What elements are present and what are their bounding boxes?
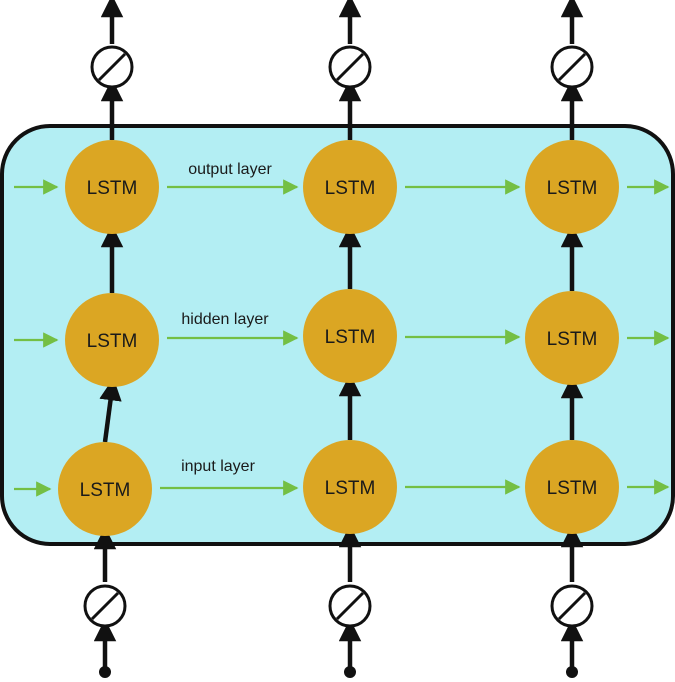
lstm-node-circle [303, 289, 397, 383]
lstm-node-circle [525, 291, 619, 385]
lstm-node-output-1: LSTM [65, 140, 159, 234]
empty-set-icon [550, 45, 594, 89]
lstm-node-label: LSTM [547, 478, 598, 499]
empty-set-icon [328, 45, 372, 89]
empty-set-icon [83, 584, 127, 628]
lstm-node-output-3: LSTM [525, 140, 619, 234]
lstm-node-label: LSTM [547, 178, 598, 199]
lstm-node-circle [525, 440, 619, 534]
lstm-node-circle [65, 140, 159, 234]
lstm-node-circle [65, 293, 159, 387]
empty-set-icon [328, 584, 372, 628]
lstm-node-label: LSTM [547, 329, 598, 350]
lstm-node-label: LSTM [87, 331, 138, 352]
lstm-node-input-2: LSTM [303, 440, 397, 534]
lstm-node-label: LSTM [87, 178, 138, 199]
input-to-hidden-arrow [99, 377, 122, 443]
lstm-node-hidden-1: LSTM [65, 293, 159, 387]
layer-label-input: input layer [181, 458, 255, 475]
lstm-node-label: LSTM [325, 478, 376, 499]
recurrent-connections [14, 179, 670, 497]
lstm-node-input-3: LSTM [525, 440, 619, 534]
empty-set-icon [550, 584, 594, 628]
gate-symbols [83, 45, 594, 628]
layer-label-output: output layer [188, 161, 272, 178]
lstm-node-hidden-3: LSTM [525, 291, 619, 385]
lstm-node-circle [303, 440, 397, 534]
lstm-node-input-1: LSTM [58, 442, 152, 536]
lstm-node-label: LSTM [325, 178, 376, 199]
lstm-node-circle [525, 140, 619, 234]
lstm-node-output-2: LSTM [303, 140, 397, 234]
lstm-node-hidden-2: LSTM [303, 289, 397, 383]
lstm-node-label: LSTM [80, 480, 131, 501]
lstm-nodes: LSTM LSTM LSTM LSTM LSTM LSTM LSTM LSTM LSTM [58, 140, 619, 536]
layer-connections [93, 0, 584, 678]
lstm-node-circle [58, 442, 152, 536]
lstm-node-label: LSTM [325, 327, 376, 348]
lstm-node-circle [303, 140, 397, 234]
empty-set-icon [90, 45, 134, 89]
layer-label-hidden: hidden layer [181, 311, 269, 328]
